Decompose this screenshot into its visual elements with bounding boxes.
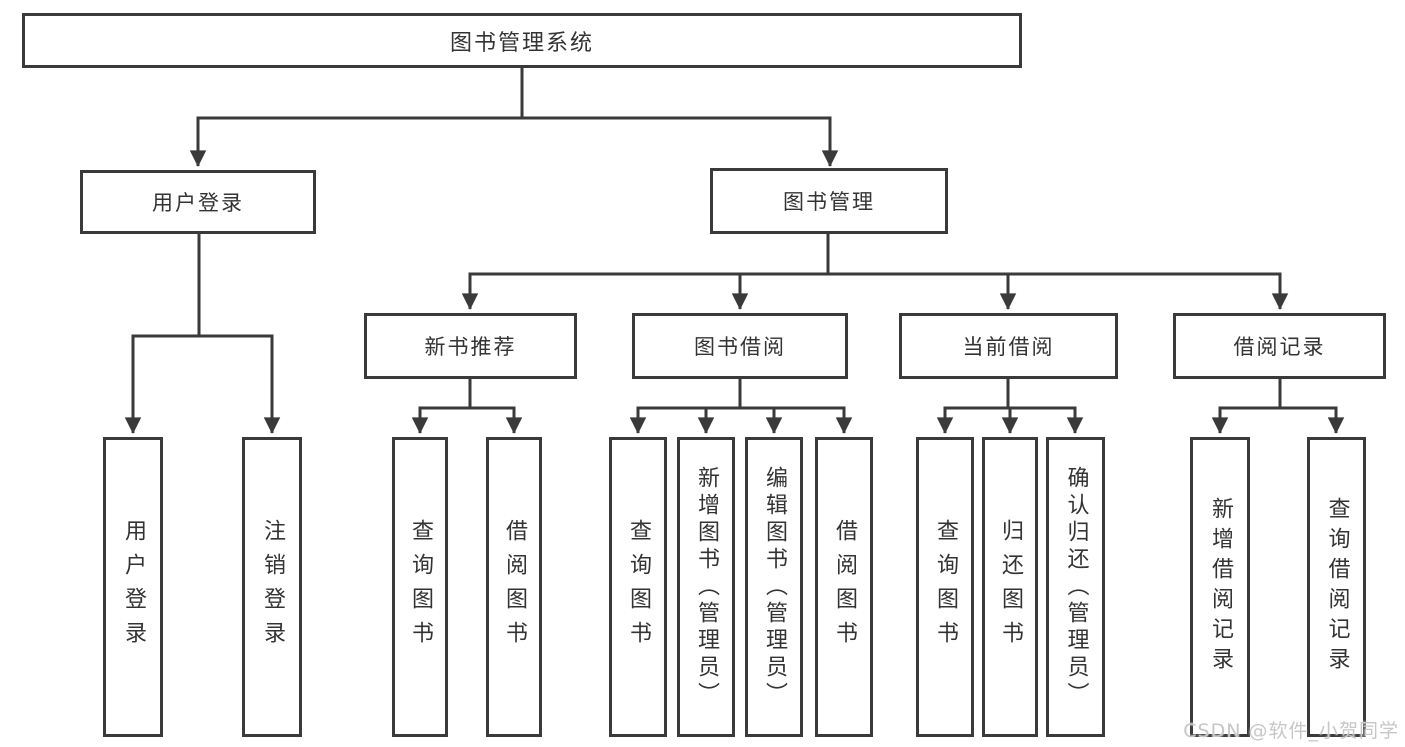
node-book-borrow: 图书借阅 bbox=[632, 313, 848, 379]
csdn-watermark: CSDN @软件_小贺同学 bbox=[1183, 720, 1399, 742]
leaf-query-borrow-record: 查询借阅记录 bbox=[1307, 437, 1366, 737]
leaf-add-borrow-record-label: 新增借阅记录 bbox=[1208, 497, 1233, 677]
leaf-add-book-admin-label: 新增图书（管理员） bbox=[694, 465, 719, 709]
leaf-borrow-query-book-label: 查询图书 bbox=[626, 519, 651, 655]
leaf-recommend-borrow-book: 借阅图书 bbox=[486, 437, 542, 737]
leaf-borrow-book-label: 借阅图书 bbox=[832, 519, 857, 655]
node-borrow-records: 借阅记录 bbox=[1173, 313, 1386, 379]
leaf-logout: 注销登录 bbox=[242, 437, 302, 737]
leaf-recommend-query-book: 查询图书 bbox=[392, 437, 448, 737]
leaf-confirm-return-admin: 确认归还（管理员） bbox=[1046, 437, 1105, 737]
leaf-current-query-book: 查询图书 bbox=[916, 437, 974, 737]
leaf-logout-label: 注销登录 bbox=[260, 519, 285, 655]
leaf-edit-book-admin: 编辑图书（管理员） bbox=[745, 437, 803, 737]
leaf-borrow-book: 借阅图书 bbox=[815, 437, 873, 737]
leaf-return-book: 归还图书 bbox=[982, 437, 1038, 737]
leaf-query-borrow-record-label: 查询借阅记录 bbox=[1324, 497, 1350, 677]
leaf-add-book-admin: 新增图书（管理员） bbox=[677, 437, 735, 737]
leaf-confirm-return-admin-label: 确认归还（管理员） bbox=[1063, 465, 1089, 709]
node-book-management: 图书管理 bbox=[710, 168, 948, 234]
node-library-management-system: 图书管理系统 bbox=[22, 13, 1022, 68]
leaf-edit-book-admin-label: 编辑图书（管理员） bbox=[762, 465, 787, 709]
leaf-user-login-label: 用户登录 bbox=[121, 519, 146, 655]
leaf-recommend-query-book-label: 查询图书 bbox=[408, 519, 433, 655]
leaf-borrow-query-book: 查询图书 bbox=[609, 437, 667, 737]
leaf-user-login: 用户登录 bbox=[103, 437, 163, 737]
leaf-add-borrow-record: 新增借阅记录 bbox=[1190, 437, 1250, 737]
node-user-login: 用户登录 bbox=[80, 170, 316, 234]
node-current-borrow: 当前借阅 bbox=[899, 313, 1118, 379]
node-new-book-recommend: 新书推荐 bbox=[364, 313, 577, 379]
leaf-return-book-label: 归还图书 bbox=[998, 519, 1023, 655]
leaf-current-query-book-label: 查询图书 bbox=[933, 519, 958, 655]
leaf-recommend-borrow-book-label: 借阅图书 bbox=[502, 519, 527, 655]
